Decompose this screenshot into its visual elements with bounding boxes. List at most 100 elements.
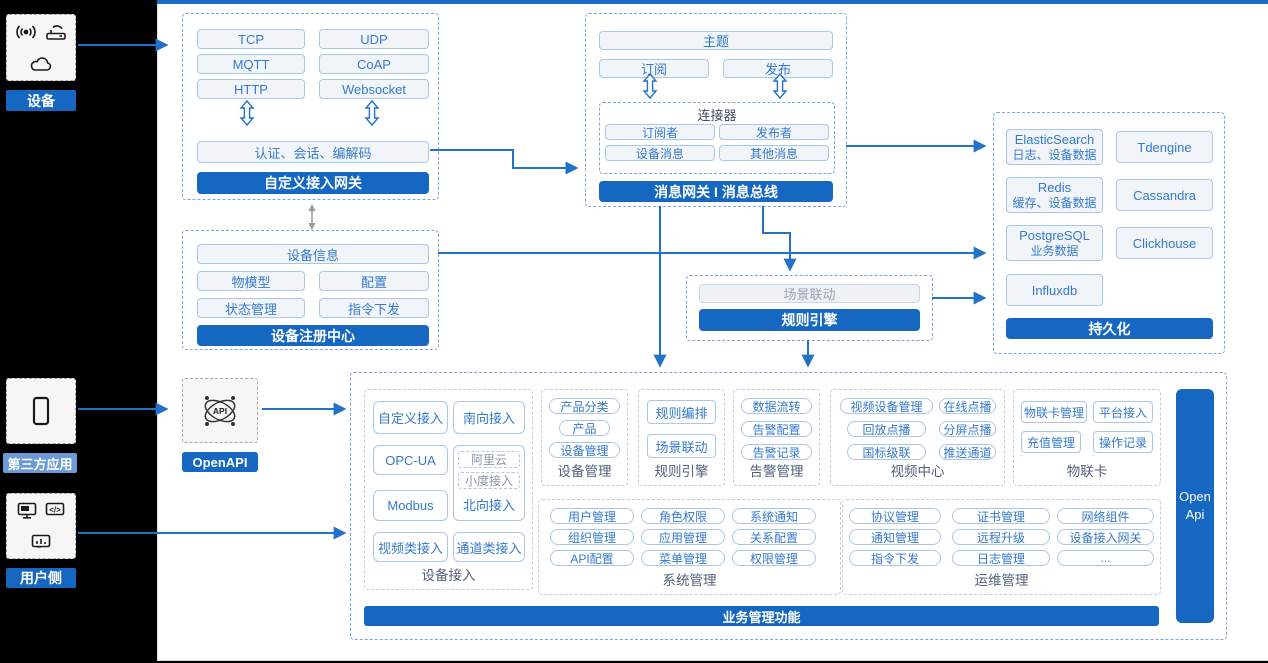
openapi-icon-box: API [182, 378, 258, 443]
system-label: 系统管理 [662, 573, 717, 588]
protocol-http: HTTP [197, 79, 305, 99]
influxdb-node: Influxdb [1006, 274, 1103, 306]
api-config-node: API配置 [550, 550, 634, 566]
recharge-mgmt-node: 充值管理 [1021, 431, 1081, 453]
playback-node: 回放点播 [847, 421, 926, 437]
split-screen-node: 分屏点播 [939, 421, 996, 437]
business-title-bar: 业务管理功能 [364, 606, 1159, 626]
iot-card-label: 物联卡 [1066, 464, 1108, 479]
remote-upgrade-node: 远程升级 [952, 529, 1050, 545]
video-access-node: 视频类接入 [373, 532, 448, 562]
user-side-badge: 用户侧 [6, 568, 76, 588]
topic-node: 主题 [599, 31, 833, 50]
ops-more-node: ... [1057, 550, 1154, 566]
alarm-record-node: 告警记录 [741, 444, 812, 460]
online-play-node: 在线点播 [939, 398, 996, 414]
network-component-node: 网络组件 [1057, 508, 1154, 524]
signal-icon [14, 23, 38, 41]
device-mgmt-node: 设备管理 [549, 442, 620, 458]
router-icon [44, 23, 68, 41]
device-mgmt-label: 设备管理 [557, 464, 612, 479]
config-node: 配置 [319, 271, 429, 291]
alarm-label: 告警管理 [749, 464, 804, 479]
iot-card-mgmt-node: 物联卡管理 [1021, 401, 1087, 423]
code-window-icon: </> [45, 502, 65, 519]
business-box: 自定义接入 南向接入 OPC-UA 阿里云 小度接入 北向接入 Modbus 视… [350, 372, 1227, 640]
relation-config-node: 关系配置 [732, 529, 816, 545]
rule-engine-box: 场景联动 规则引擎 [686, 275, 933, 341]
section-video: 视频设备管理 在线点播 回放点播 分屏点播 国标级联 推送通道 视频中心 [830, 389, 1005, 486]
ops-label: 运维管理 [974, 573, 1029, 588]
custom-gateway-box: TCP UDP MQTT CoAP HTTP Websocket 认证、会话、编… [182, 13, 439, 200]
protocol-udp: UDP [319, 29, 429, 49]
svg-text:API: API [213, 406, 227, 416]
device-registry-box: 设备信息 物模型 配置 状态管理 指令下发 设备注册中心 [182, 230, 439, 350]
third-party-badge: 第三方应用 [3, 453, 77, 473]
openapi-badge: OpenAPI [182, 452, 258, 472]
connector-box: 连接器 订阅者 发布者 设备消息 其他消息 [599, 102, 835, 174]
scene-linkage-node: 场景联动 [699, 284, 920, 303]
section-rule-engine: 规则编排 场景联动 规则引擎 [638, 389, 725, 486]
video-label: 视频中心 [890, 464, 945, 479]
other-message-node: 其他消息 [719, 145, 829, 161]
device-message-node: 设备消息 [605, 145, 715, 161]
open-api-bar: Open Api [1176, 389, 1214, 623]
status-mgmt-node: 状态管理 [197, 298, 305, 318]
permission-mgmt-node: 权限管理 [732, 550, 816, 566]
gb-cascade-node: 国标级联 [847, 444, 926, 460]
northbound-label: 北向接入 [462, 498, 515, 513]
rule-engine-label: 规则引擎 [654, 464, 709, 479]
publisher-node: 发布者 [719, 124, 829, 140]
log-mgmt-node: 日志管理 [952, 550, 1050, 566]
subscribe-node: 订阅 [599, 59, 709, 78]
aliyun-node: 阿里云 [458, 451, 520, 468]
rule-orchestration-node: 规则编排 [647, 400, 716, 424]
protocol-mgmt-node: 协议管理 [849, 508, 941, 524]
protocol-tcp: TCP [197, 29, 305, 49]
scene-linkage-node-2: 场景联动 [647, 434, 716, 458]
app-mgmt-node: 应用管理 [641, 529, 725, 545]
persistence-title: 持久化 [1006, 318, 1213, 339]
user-side-icon-group: </> [6, 493, 76, 559]
app-window-icon [17, 502, 37, 519]
system-notice-node: 系统通知 [732, 508, 816, 524]
section-iot-card: 物联卡管理 平台接入 充值管理 操作记录 物联卡 [1013, 389, 1161, 486]
xiaodu-access-node: 小度接入 [458, 472, 520, 489]
device-info-node: 设备信息 [197, 244, 429, 264]
data-flow-node: 数据流转 [741, 398, 812, 414]
northbound-group: 阿里云 小度接入 北向接入 [453, 445, 525, 521]
section-ops: 协议管理 证书管理 网络组件 通知管理 远程升级 设备接入网关 指令下发 日志管… [842, 499, 1161, 595]
device-registry-title: 设备注册中心 [197, 325, 429, 346]
tdengine-node: Tdengine [1116, 131, 1213, 163]
protocol-coap: CoAP [319, 54, 429, 74]
rule-engine-title: 规则引擎 [699, 309, 920, 331]
operation-record-node: 操作记录 [1093, 431, 1153, 453]
cassandra-node: Cassandra [1116, 179, 1213, 211]
platform-access-node: 平台接入 [1093, 401, 1153, 423]
cloud-icon [27, 55, 55, 73]
message-bus-box: 主题 订阅 发布 连接器 订阅者 发布者 设备消息 其他消息 消息网关 I 消息… [585, 13, 847, 207]
channel-access-node: 通道类接入 [453, 532, 525, 562]
device-icon-group [6, 14, 76, 81]
thing-model-node: 物模型 [197, 271, 305, 291]
svg-text:</>: </> [49, 505, 61, 514]
clickhouse-node: Clickhouse [1116, 227, 1213, 259]
session-codec-bar: 认证、会话、编解码 [197, 141, 429, 163]
custom-gateway-title: 自定义接入网关 [197, 172, 429, 194]
phone-icon [32, 396, 50, 426]
role-permission-node: 角色权限 [641, 508, 725, 524]
device-badge: 设备 [6, 90, 76, 111]
product-category-node: 产品分类 [549, 398, 620, 414]
opc-ua-node: OPC-UA [373, 445, 448, 475]
connector-title: 连接器 [697, 108, 737, 123]
subscriber-node: 订阅者 [605, 124, 715, 140]
protocol-mqtt: MQTT [197, 54, 305, 74]
menu-mgmt-node: 菜单管理 [641, 550, 725, 566]
alarm-config-node: 告警配置 [741, 421, 812, 437]
notice-mgmt-node: 通知管理 [849, 529, 941, 545]
